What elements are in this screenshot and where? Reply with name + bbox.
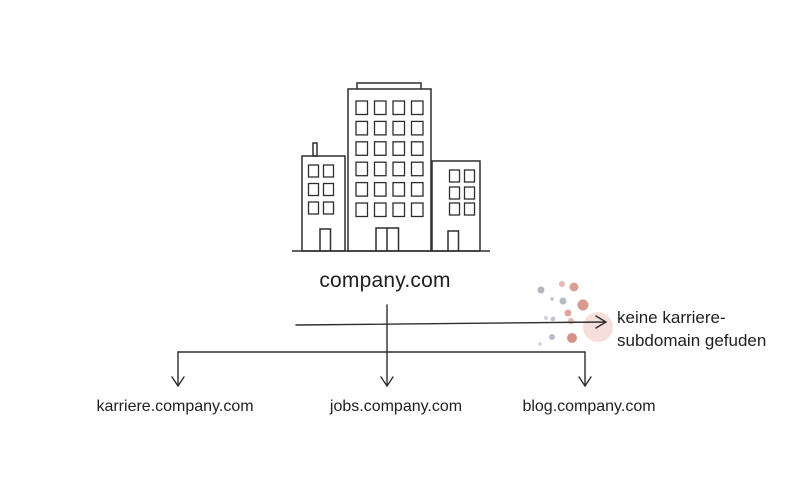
root-domain-label: company.com <box>319 269 451 292</box>
annotation-text: keine karriere- subdomain gefuden <box>617 306 797 352</box>
dots-decoration <box>537 281 613 346</box>
annotation-line-2: subdomain gefuden <box>617 331 767 350</box>
subdomain-label-jobs: jobs.company.com <box>329 398 463 415</box>
subdomain-label-karriere: karriere.company.com <box>96 398 254 415</box>
arrow-root-to-jobs <box>380 304 394 388</box>
building-icon <box>292 82 490 252</box>
arrow-to-annotation <box>295 315 608 329</box>
annotation-line-1: keine karriere- <box>617 308 726 327</box>
subdomain-label-blog: blog.company.com <box>522 398 656 415</box>
branch-connector <box>171 351 592 388</box>
